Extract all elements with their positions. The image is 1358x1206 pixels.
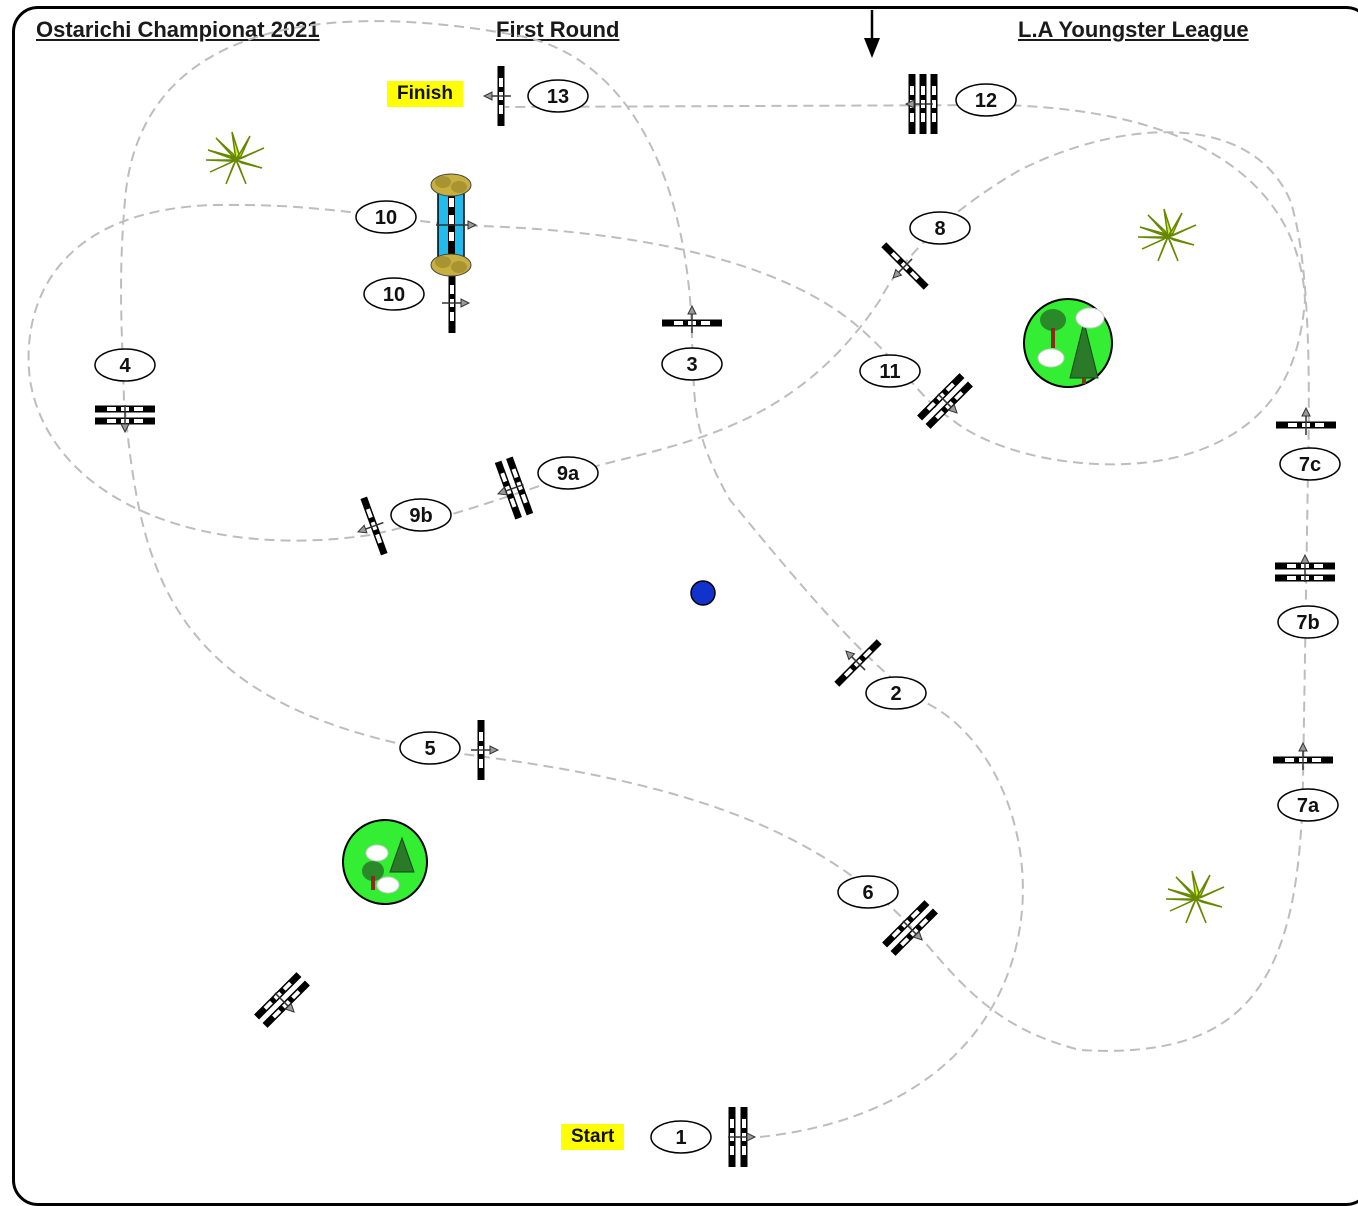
svg-text:7b: 7b (1296, 612, 1319, 634)
water-jump-10 (430, 173, 478, 277)
number-1: 1 (650, 1120, 712, 1154)
obstacle-7b-jump (1275, 555, 1335, 582)
obstacle-5-jump (471, 720, 498, 780)
tree-island-right (1023, 298, 1113, 388)
obstacle-1-jump (728, 1107, 755, 1167)
finish-label: Finish (387, 81, 463, 107)
svg-text:3: 3 (686, 354, 697, 376)
number-9b: 9b (390, 498, 452, 532)
svg-text:13: 13 (547, 86, 569, 108)
number-10-water: 10 (355, 200, 417, 234)
start-label: Start (561, 1124, 625, 1150)
svg-text:9a: 9a (557, 463, 580, 485)
svg-text:2: 2 (890, 683, 901, 705)
number-11: 11 (859, 354, 921, 388)
svg-text:10: 10 (383, 284, 405, 306)
obstacle-7a-jump (1273, 743, 1333, 770)
svg-text:4: 4 (119, 355, 131, 377)
entry-arrow (864, 10, 880, 58)
number-5: 5 (399, 731, 461, 765)
number-2: 2 (865, 676, 927, 710)
number-10-jump: 10 (363, 277, 425, 311)
competition-title: Ostarichi Championat 2021 (36, 17, 320, 42)
unnumbered-jump (254, 972, 316, 1034)
svg-text:11: 11 (879, 361, 900, 383)
number-7a: 7a (1277, 788, 1339, 822)
round-title: First Round (496, 17, 620, 42)
obstacle-9b-jump (348, 494, 394, 560)
number-12: 12 (955, 83, 1017, 117)
svg-text:9b: 9b (409, 505, 432, 527)
number-8: 8 (909, 211, 971, 245)
obstacle-11-jump (917, 373, 979, 435)
svg-text:6: 6 (862, 882, 873, 904)
svg-text:12: 12 (975, 90, 997, 112)
number-13: 13 (527, 79, 589, 113)
obstacle-6-jump (882, 900, 944, 962)
league-title: L.A Youngster League (1018, 17, 1249, 42)
svg-text:5: 5 (424, 738, 435, 760)
obstacle-13-jump (484, 66, 511, 126)
bush-icon (205, 131, 265, 185)
obstacle-9a-jump (488, 456, 534, 522)
svg-text:10: 10 (375, 207, 397, 229)
bush-icon (1137, 208, 1197, 262)
obstacle-3-jump (662, 306, 722, 333)
obstacle-4-jump (95, 405, 155, 432)
obstacle-12-jump (906, 74, 938, 134)
svg-text:1: 1 (675, 1127, 686, 1149)
number-7c: 7c (1279, 447, 1341, 481)
obstacle-8-jump (872, 238, 934, 300)
obstacle-10-jump (442, 273, 469, 333)
number-6: 6 (837, 875, 899, 909)
course-route (27, 20, 1310, 1138)
obstacle-7c-jump (1276, 408, 1336, 435)
number-4: 4 (94, 348, 156, 382)
number-3: 3 (661, 347, 723, 381)
bush-icon (1165, 870, 1225, 924)
svg-text:7c: 7c (1299, 454, 1321, 476)
number-9a: 9a (537, 456, 599, 490)
number-7b: 7b (1277, 605, 1339, 639)
tree-island-left (342, 819, 428, 905)
svg-text:8: 8 (934, 218, 945, 240)
center-marker (690, 580, 716, 606)
svg-text:7a: 7a (1297, 795, 1320, 817)
